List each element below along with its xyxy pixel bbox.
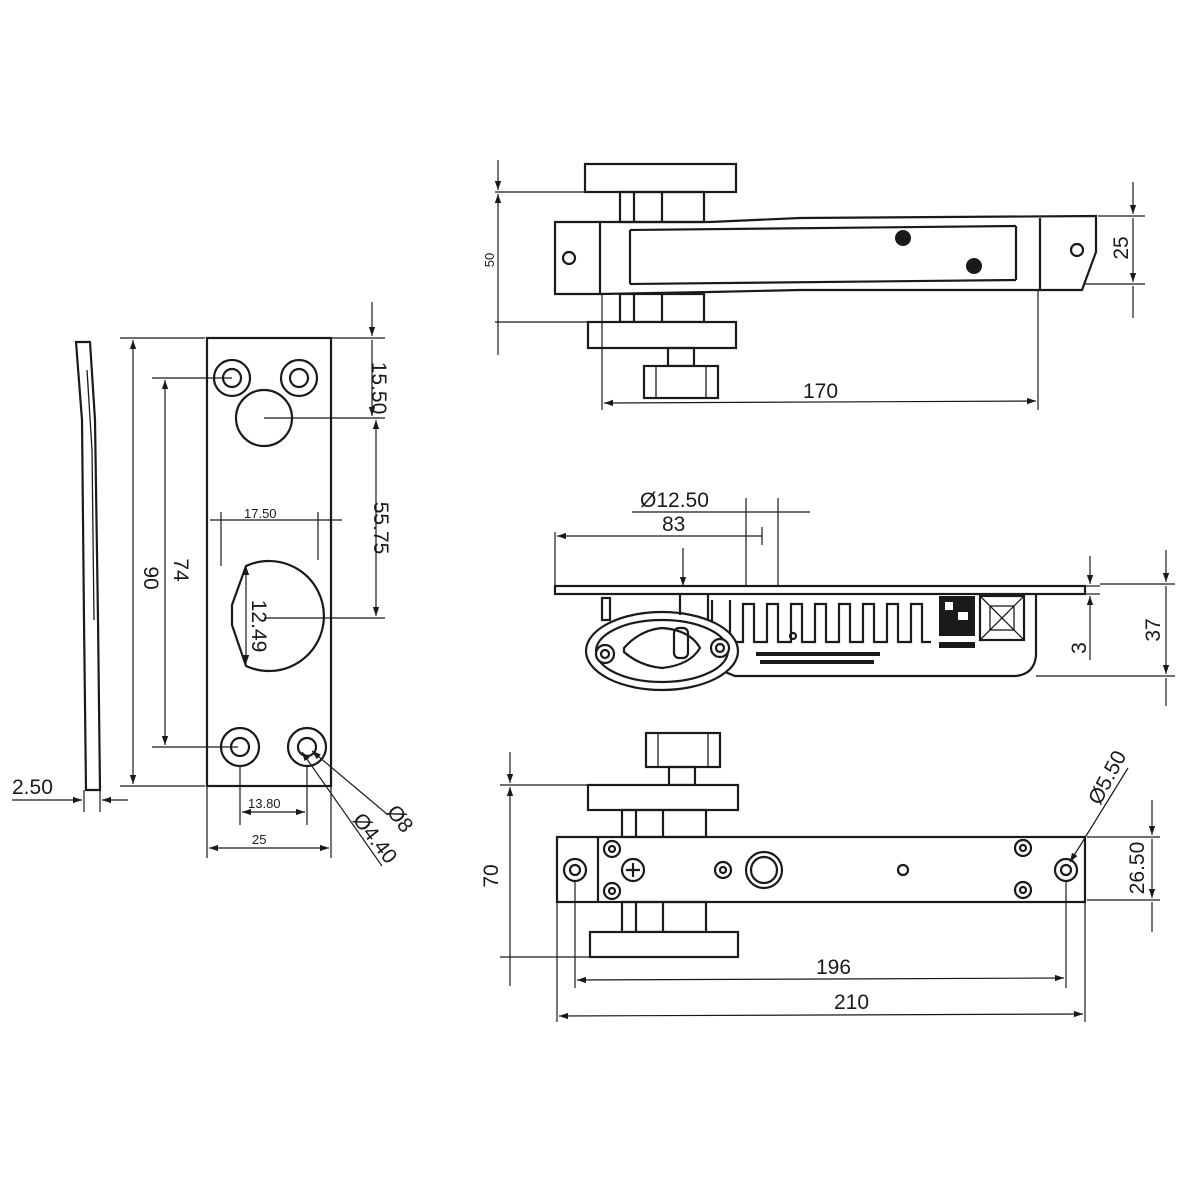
dim-bottom-height: 70 [480, 864, 503, 887]
dim-plate-thickness-side: 3 [1068, 642, 1091, 654]
dim-top-length: 170 [803, 380, 838, 403]
cylinder-rosette [584, 610, 740, 692]
top-right-screw-hole [279, 358, 319, 398]
front-plate-view: 2.50 90 74 15.50 55.75 17.50 12.49 [12, 302, 417, 868]
dim-hole-spacing: 13.80 [248, 796, 281, 811]
phillips-screw-icon [620, 857, 646, 883]
dim-bore-diameter: Ø12.50 [640, 489, 709, 512]
dim-bottom-bar-width: 26.50 [1126, 842, 1149, 895]
dim-plate-thickness: 2.50 [12, 776, 53, 799]
dim-bottom-hole-pitch: 196 [816, 956, 851, 979]
dim-top-bar-width: 25 [1110, 236, 1133, 259]
dim-cam-width: 17.50 [244, 506, 277, 521]
bottom-view: 70 26.50 Ø5.50 196 210 [480, 731, 1160, 1022]
dim-outer-diameter: Ø8 [382, 801, 417, 837]
side-view: Ø12.50 83 3 37 [553, 489, 1175, 706]
front-plate-outline [205, 336, 333, 788]
top-thumb-knob [642, 364, 720, 400]
dim-top-height: 50 [482, 253, 497, 267]
dim-cam-height: 12.49 [247, 600, 270, 653]
bottom-right-screw-hole [286, 726, 328, 768]
plate-side-profile [74, 340, 102, 792]
dim-body-depth: 37 [1142, 618, 1165, 641]
dim-hole-pitch: 74 [169, 558, 192, 582]
side-top-plate [553, 584, 1087, 596]
bottom-thumb-knob [644, 731, 722, 769]
dim-backset: 83 [662, 513, 685, 536]
dim-top-offset: 15.50 [367, 362, 390, 415]
bottom-bar-outline [555, 835, 1087, 904]
cam-opening [230, 559, 326, 673]
dim-bottom-hole-diameter: Ø5.50 [1084, 747, 1131, 808]
gear-teeth [728, 600, 931, 644]
dim-bottom-total-length: 210 [834, 991, 869, 1014]
dim-plate-width: 25 [252, 832, 266, 847]
dim-cam-offset: 55.75 [369, 502, 392, 555]
top-view: 50 25 170 [482, 160, 1145, 410]
dim-plate-height: 90 [139, 566, 162, 589]
